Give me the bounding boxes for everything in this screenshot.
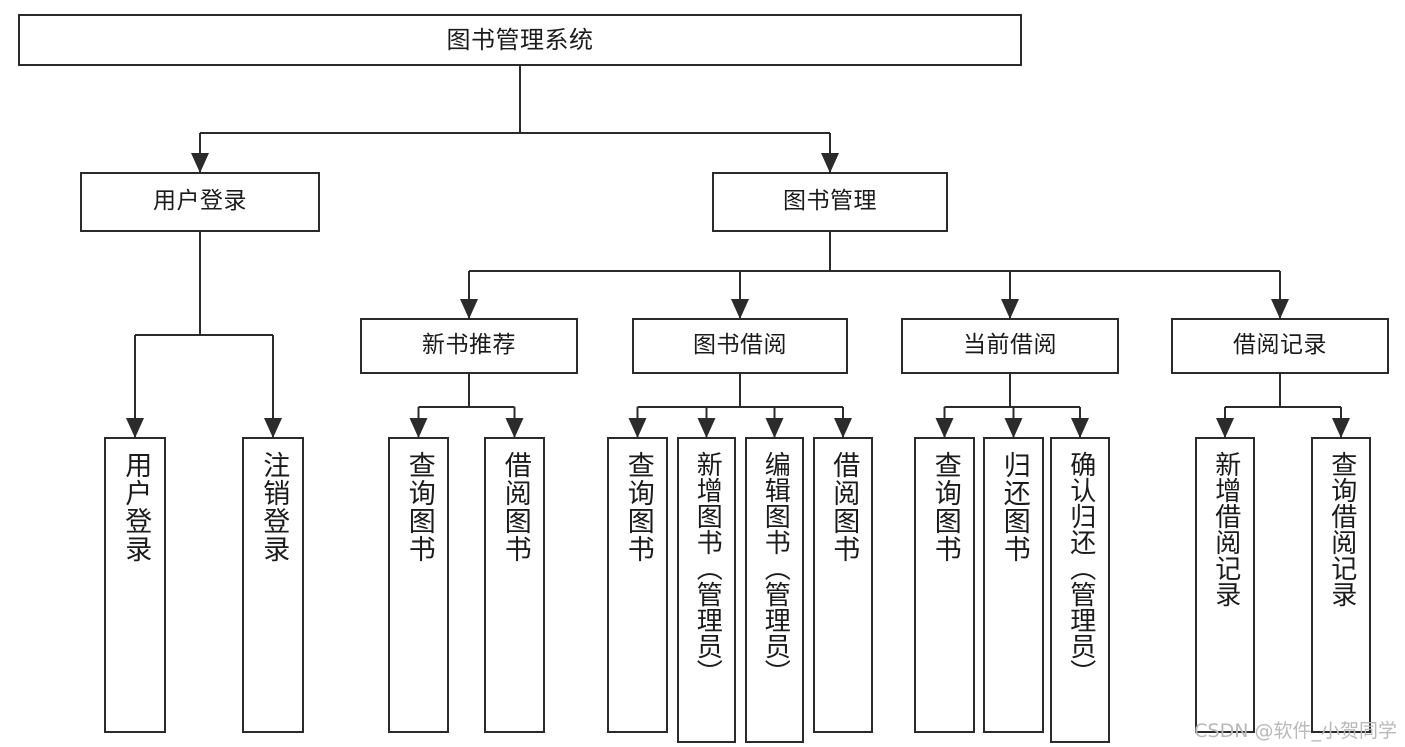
node-label: 查询图书	[929, 451, 961, 563]
node-label: 用户登录	[153, 188, 247, 215]
node-borrow: 图书借阅	[632, 318, 848, 374]
node-l-login: 用户登录	[104, 437, 166, 733]
node-label: 查询图书	[403, 451, 435, 563]
node-newbook: 新书推荐	[360, 318, 578, 374]
arrowhead	[409, 418, 428, 438]
node-l-qrec: 查询借阅记录	[1311, 437, 1371, 733]
node-l-logout: 注销登录	[242, 437, 304, 733]
node-label: 当前借阅	[963, 332, 1057, 359]
node-label: 新书推荐	[422, 332, 516, 359]
node-label: 新增借阅记录	[1210, 451, 1241, 607]
arrowhead	[1271, 299, 1289, 319]
node-bookmgmt: 图书管理	[712, 172, 948, 232]
node-l-qbook1: 查询图书	[388, 437, 449, 733]
arrowhead	[1216, 418, 1234, 438]
arrowhead	[628, 418, 647, 438]
node-label: 新增图书（管理员）	[692, 451, 723, 685]
arrowhead	[1001, 299, 1019, 319]
arrowhead	[126, 418, 144, 438]
node-label: 借阅图书	[499, 451, 531, 563]
arrowhead	[505, 418, 524, 438]
node-label: 查询图书	[622, 451, 654, 563]
node-label: 借阅图书	[828, 451, 860, 563]
node-root: 图书管理系统	[18, 14, 1022, 66]
node-label: 借阅记录	[1233, 332, 1327, 359]
arrowhead	[731, 299, 749, 319]
node-records: 借阅记录	[1171, 318, 1389, 374]
node-l-editbook: 编辑图书（管理员）	[745, 437, 804, 743]
node-login: 用户登录	[80, 172, 320, 232]
arrowhead	[1071, 418, 1089, 438]
node-l-qbook3: 查询图书	[914, 437, 975, 733]
node-label: 图书借阅	[693, 332, 787, 359]
node-l-addbook: 新增图书（管理员）	[677, 437, 736, 743]
arrowhead	[935, 418, 954, 438]
node-label: 查询借阅记录	[1326, 451, 1357, 607]
node-current: 当前借阅	[901, 318, 1119, 374]
arrowhead	[765, 418, 784, 438]
arrowhead	[1004, 418, 1023, 438]
node-l-qbook2: 查询图书	[607, 437, 668, 733]
arrowhead	[1332, 418, 1350, 438]
node-label: 注销登录	[258, 451, 290, 563]
node-label: 确认归还（管理员）	[1065, 451, 1096, 685]
arrowhead	[697, 418, 716, 438]
node-label: 编辑图书（管理员）	[760, 451, 791, 685]
node-l-return: 归还图书	[983, 437, 1044, 733]
node-l-bbook1: 借阅图书	[484, 437, 545, 733]
arrowhead	[264, 418, 282, 438]
watermark: CSDN @软件_小贺同学	[1194, 720, 1397, 742]
node-label: 图书管理系统	[446, 25, 594, 54]
arrowhead	[821, 153, 839, 173]
node-l-confirm: 确认归还（管理员）	[1050, 437, 1110, 743]
node-label: 用户登录	[120, 451, 152, 563]
arrowhead	[834, 418, 852, 438]
arrowhead	[191, 153, 209, 173]
node-label: 归还图书	[998, 451, 1030, 563]
node-label: 图书管理	[783, 188, 877, 215]
arrowhead	[460, 299, 478, 319]
node-l-addrec: 新增借阅记录	[1195, 437, 1255, 733]
node-l-bbook2: 借阅图书	[813, 437, 873, 733]
